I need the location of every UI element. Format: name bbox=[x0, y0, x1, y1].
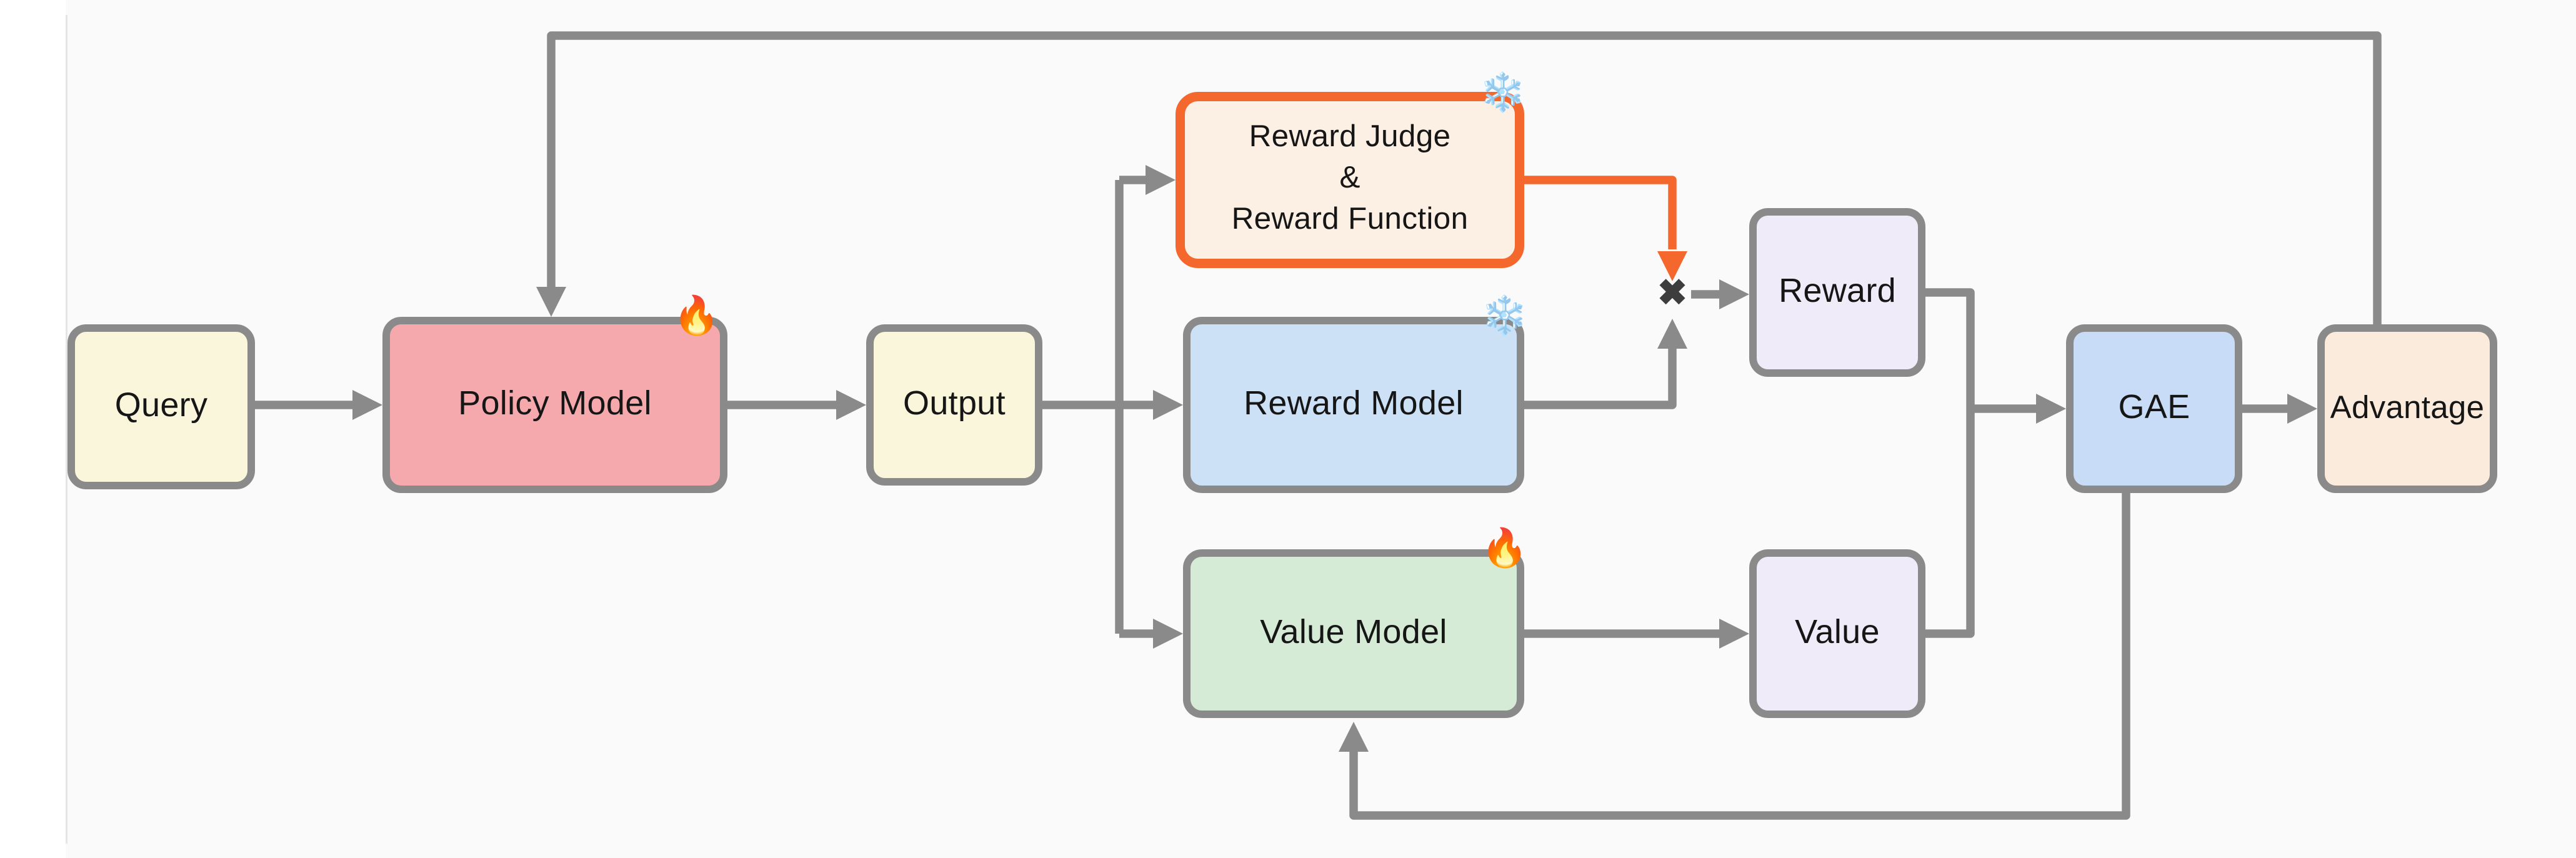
node-gae: GAE bbox=[2066, 324, 2242, 493]
arrowhead-up-into-value-model-bottom bbox=[1339, 722, 1369, 752]
edge-value-to-merge bbox=[1925, 409, 1975, 638]
snowflake-icon: ❄️ bbox=[1479, 73, 1526, 114]
arrowhead-into-output bbox=[836, 390, 866, 420]
node-reward-model: Reward Model ❄️ bbox=[1183, 298, 1528, 493]
node-reward: Reward bbox=[1749, 208, 1925, 377]
arrowhead-into-gae bbox=[2036, 394, 2066, 424]
node-policy-model: Policy Model 🔥 bbox=[382, 298, 727, 493]
arrowhead-into-policy bbox=[352, 390, 382, 420]
node-policy-model-label: Policy Model bbox=[458, 384, 652, 422]
node-advantage-label: Advantage bbox=[2330, 389, 2485, 426]
node-value-label: Value bbox=[1795, 613, 1880, 651]
fire-icon: 🔥 bbox=[1480, 529, 1528, 570]
multiply-junction: ✖ bbox=[1657, 274, 1687, 314]
snowflake-icon: ❄️ bbox=[1480, 296, 1528, 337]
edge-reward-to-merge bbox=[1925, 288, 1975, 409]
arrowhead-into-reward-model bbox=[1153, 390, 1183, 420]
arrowhead-into-value bbox=[1719, 619, 1749, 649]
node-advantage: Advantage bbox=[2317, 324, 2497, 493]
node-reward-judge-function: Reward Judge & Reward Function ❄️ bbox=[1176, 75, 1526, 268]
arrowhead-into-reward bbox=[1719, 279, 1749, 309]
edge-reward-model-to-multiply bbox=[1524, 345, 1677, 409]
node-gae-label: GAE bbox=[2118, 388, 2190, 426]
edge-gae-feedback-to-value-model bbox=[1349, 493, 2130, 820]
orange-arrowhead-into-multiply bbox=[1657, 251, 1687, 281]
arrowhead-up-into-multiply bbox=[1657, 319, 1687, 349]
left-divider-line bbox=[66, 15, 67, 844]
node-value-model-label: Value Model bbox=[1260, 613, 1447, 651]
arrowhead-down-into-policy-top bbox=[536, 287, 566, 317]
node-query: Query bbox=[67, 324, 255, 489]
edge-output-fanout-trunk bbox=[1042, 180, 1124, 634]
edge-advantage-feedback-to-policy bbox=[547, 31, 2382, 324]
arrowhead-into-value-model bbox=[1153, 619, 1183, 649]
node-value-model: Value Model 🔥 bbox=[1183, 531, 1528, 718]
node-value: Value bbox=[1749, 549, 1925, 718]
node-output-label: Output bbox=[903, 384, 1006, 422]
node-query-label: Query bbox=[114, 386, 208, 424]
node-reward-judge-function-label: Reward Judge & Reward Function bbox=[1231, 121, 1469, 236]
node-output: Output bbox=[866, 324, 1042, 486]
arrowhead-into-judge bbox=[1146, 165, 1176, 195]
fire-icon: 🔥 bbox=[672, 296, 720, 337]
node-reward-model-label: Reward Model bbox=[1244, 384, 1464, 422]
node-reward-label: Reward bbox=[1779, 272, 1896, 310]
arrowhead-into-advantage bbox=[2287, 394, 2317, 424]
left-margin bbox=[0, 0, 66, 858]
edge-judge-to-multiply bbox=[1524, 176, 1677, 249]
